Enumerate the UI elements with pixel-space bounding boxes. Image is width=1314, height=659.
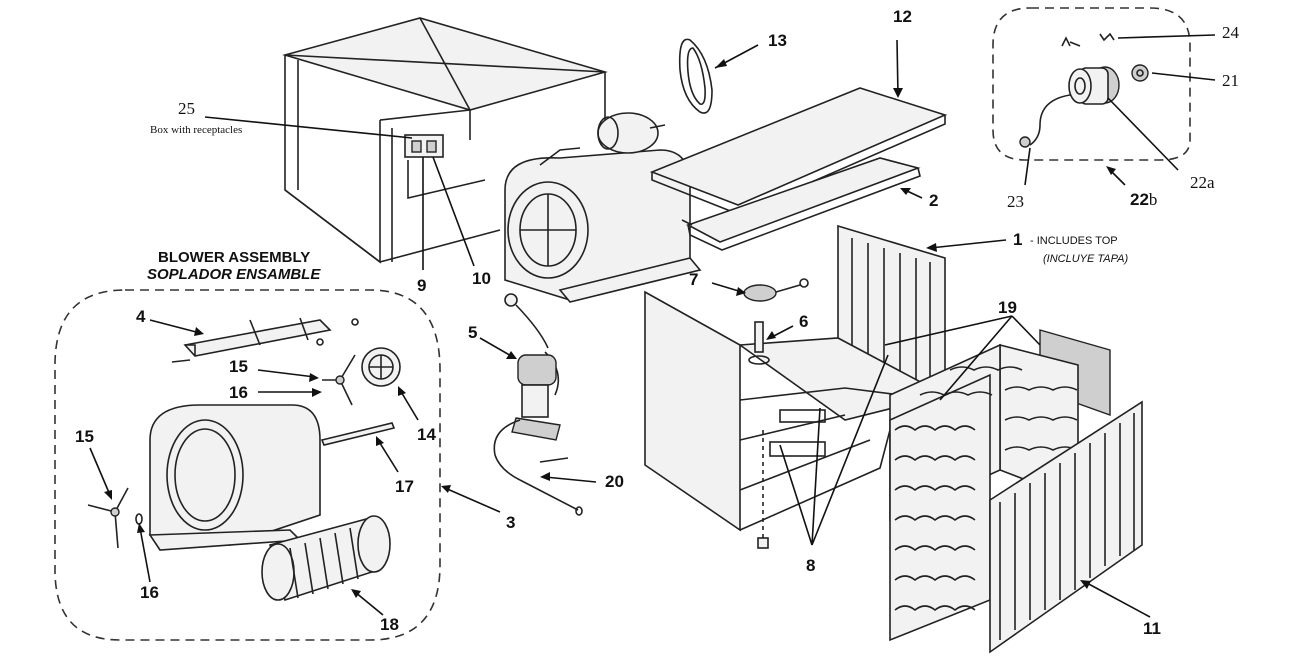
label-17: 17: [395, 477, 414, 496]
blower-assembly-title-es: SOPLADOR ENSAMBLE: [147, 266, 321, 283]
label-4: 4: [136, 307, 146, 326]
label-9: 9: [417, 276, 426, 295]
label-1: 1: [1013, 230, 1022, 249]
label-3: 3: [506, 513, 515, 532]
label-5: 5: [468, 323, 477, 342]
receptacle-box: [404, 134, 486, 200]
label-19: 19: [998, 298, 1017, 317]
cabinet-top-frame: [282, 17, 608, 264]
water-tube: [519, 457, 583, 516]
fan-spider-upper: [322, 354, 356, 406]
label-14: 14: [417, 425, 436, 444]
label-25-caption: Box with receptacles: [150, 124, 242, 136]
blower-wheel: [261, 515, 391, 602]
label-10: 10: [472, 269, 491, 288]
pulley-wheel: [361, 347, 401, 387]
label-2: 2: [929, 191, 938, 210]
label-16-lower: 16: [140, 583, 159, 602]
overflow-drain: [748, 321, 770, 549]
label-23: 23: [1007, 192, 1024, 211]
label-11: 11: [1143, 619, 1161, 638]
set-collar: [135, 513, 143, 525]
label-25: 25: [178, 99, 195, 118]
blower-assembly-title: BLOWER ASSEMBLY: [158, 249, 310, 266]
label-8: 8: [806, 556, 815, 575]
blower-assembly-inset: [54, 289, 441, 641]
label-7: 7: [689, 270, 698, 289]
louvered-side-panel: [989, 400, 1143, 654]
fan-spider-lower: [87, 487, 129, 549]
label-13: 13: [768, 31, 787, 50]
blower-motor: [539, 112, 666, 166]
label-20: 20: [605, 472, 624, 491]
label-21: 21: [1222, 71, 1239, 90]
water-pump: [493, 293, 561, 481]
label-6: 6: [799, 312, 808, 331]
motor-detail-inset: [992, 7, 1191, 161]
cooler-cabinet: [644, 224, 948, 532]
blower-shaft: [320, 422, 396, 446]
label-18: 18: [380, 615, 399, 634]
label-16-upper: 16: [229, 383, 248, 402]
leader-arrows: [89, 34, 1216, 618]
label-15-lower: 15: [75, 427, 94, 446]
label-12: 12: [893, 7, 912, 26]
float-valve: [743, 278, 809, 302]
blower-housing-inset: [148, 404, 321, 551]
distribution-trough: [681, 157, 921, 251]
label-1-note: - INCLUDES TOP: [1030, 235, 1118, 247]
label-24: 24: [1222, 23, 1240, 42]
label-1-note-es: (INCLUYE TAPA): [1043, 253, 1128, 265]
label-22b: 22b: [1130, 190, 1157, 209]
label-22a: 22a: [1190, 173, 1215, 192]
label-15-upper: 15: [229, 357, 248, 376]
motor-mount-bracket: [171, 317, 359, 363]
drive-belt: [678, 38, 713, 114]
